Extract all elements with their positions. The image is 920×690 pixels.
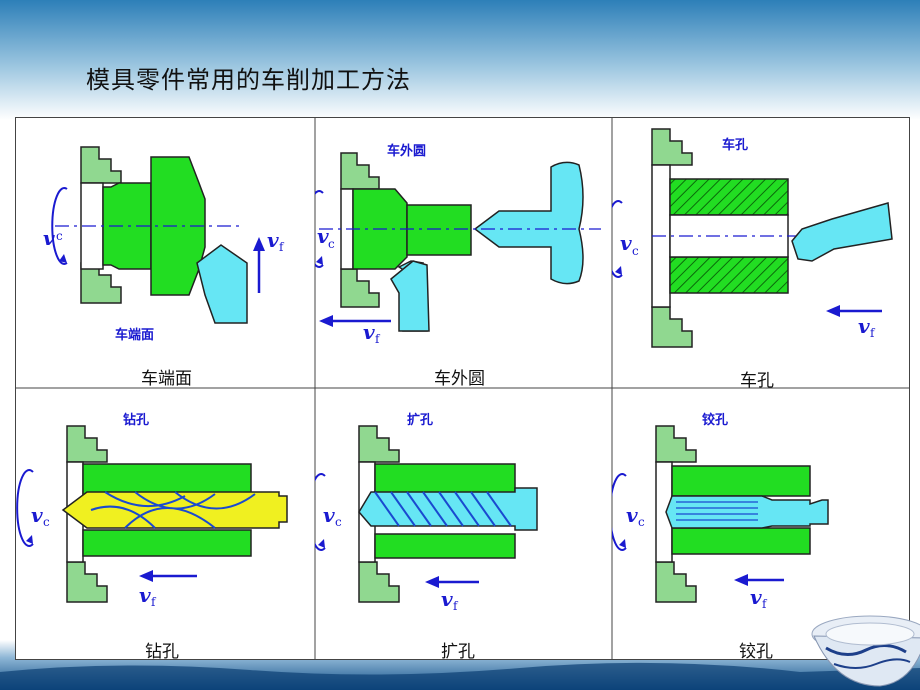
vc-subscript: c xyxy=(56,229,63,243)
vf-symbol: v xyxy=(139,583,151,607)
vc-symbol: v xyxy=(620,231,632,255)
caption-turning: 车外圆 xyxy=(434,369,485,389)
vf-symbol: v xyxy=(441,587,453,611)
counterboring-diagram: 扩孔 v c v f xyxy=(315,412,538,613)
caption-facing: 车端面 xyxy=(141,369,192,389)
boring-diagram: 车孔 v c v f xyxy=(612,128,893,348)
drilling-diagram-label: 钻孔 xyxy=(123,412,149,428)
vc-symbol: v xyxy=(43,226,55,250)
turning-diagram: 车外圆 v c v f xyxy=(315,143,601,346)
vf-subscript: f xyxy=(375,332,381,346)
cell-facing: 车端面 v c v f 车端面 xyxy=(15,117,315,389)
vf-subscript: f xyxy=(279,240,285,254)
cell-counterboring: 扩孔 v c v f 扩孔 xyxy=(315,388,612,662)
facing-diagram-label: 车端面 xyxy=(115,327,154,343)
boring-diagram-label: 车孔 xyxy=(722,137,748,153)
decorative-bowl-image xyxy=(811,615,920,687)
caption-drilling: 钻孔 xyxy=(145,642,179,662)
cell-drilling: 钻孔 v c v f 钻孔 xyxy=(15,388,315,662)
vf-subscript: f xyxy=(151,595,157,609)
vf-symbol: v xyxy=(750,585,762,609)
vf-subscript: f xyxy=(762,597,768,611)
vf-subscript: f xyxy=(870,326,876,340)
vf-subscript: f xyxy=(453,599,459,613)
cell-boring: 车孔 v c v f 车孔 xyxy=(612,117,910,391)
vc-symbol: v xyxy=(31,503,43,527)
caption-counterboring: 扩孔 xyxy=(441,642,475,662)
vf-symbol: v xyxy=(267,228,279,252)
slide-title: 模具零件常用的车削加工方法 xyxy=(86,66,411,94)
vc-symbol: v xyxy=(323,503,335,527)
cell-turning: 车外圆 v c v f 车外圆 xyxy=(315,117,612,389)
counterboring-diagram-label: 扩孔 xyxy=(407,412,433,428)
vc-symbol: v xyxy=(317,224,329,248)
vc-subscript: c xyxy=(335,515,342,529)
vc-subscript: c xyxy=(638,515,645,529)
cell-reaming: 铰孔 v c v f 铰孔 xyxy=(612,388,910,662)
vc-symbol: v xyxy=(626,503,638,527)
vf-symbol: v xyxy=(858,314,870,338)
vf-symbol: v xyxy=(363,320,375,344)
facing-diagram: 车端面 v c v f xyxy=(43,146,285,343)
vc-subscript: c xyxy=(43,515,50,529)
reaming-diagram-label: 铰孔 xyxy=(702,412,728,428)
caption-boring: 车孔 xyxy=(740,371,774,391)
reaming-diagram: 铰孔 v c v f xyxy=(612,412,829,611)
vc-subscript: c xyxy=(328,237,335,251)
drilling-diagram: 钻孔 v c v f xyxy=(16,412,288,609)
vc-subscript: c xyxy=(632,244,639,258)
turning-diagram-label: 车外圆 xyxy=(387,143,426,159)
caption-reaming: 铰孔 xyxy=(739,642,773,662)
